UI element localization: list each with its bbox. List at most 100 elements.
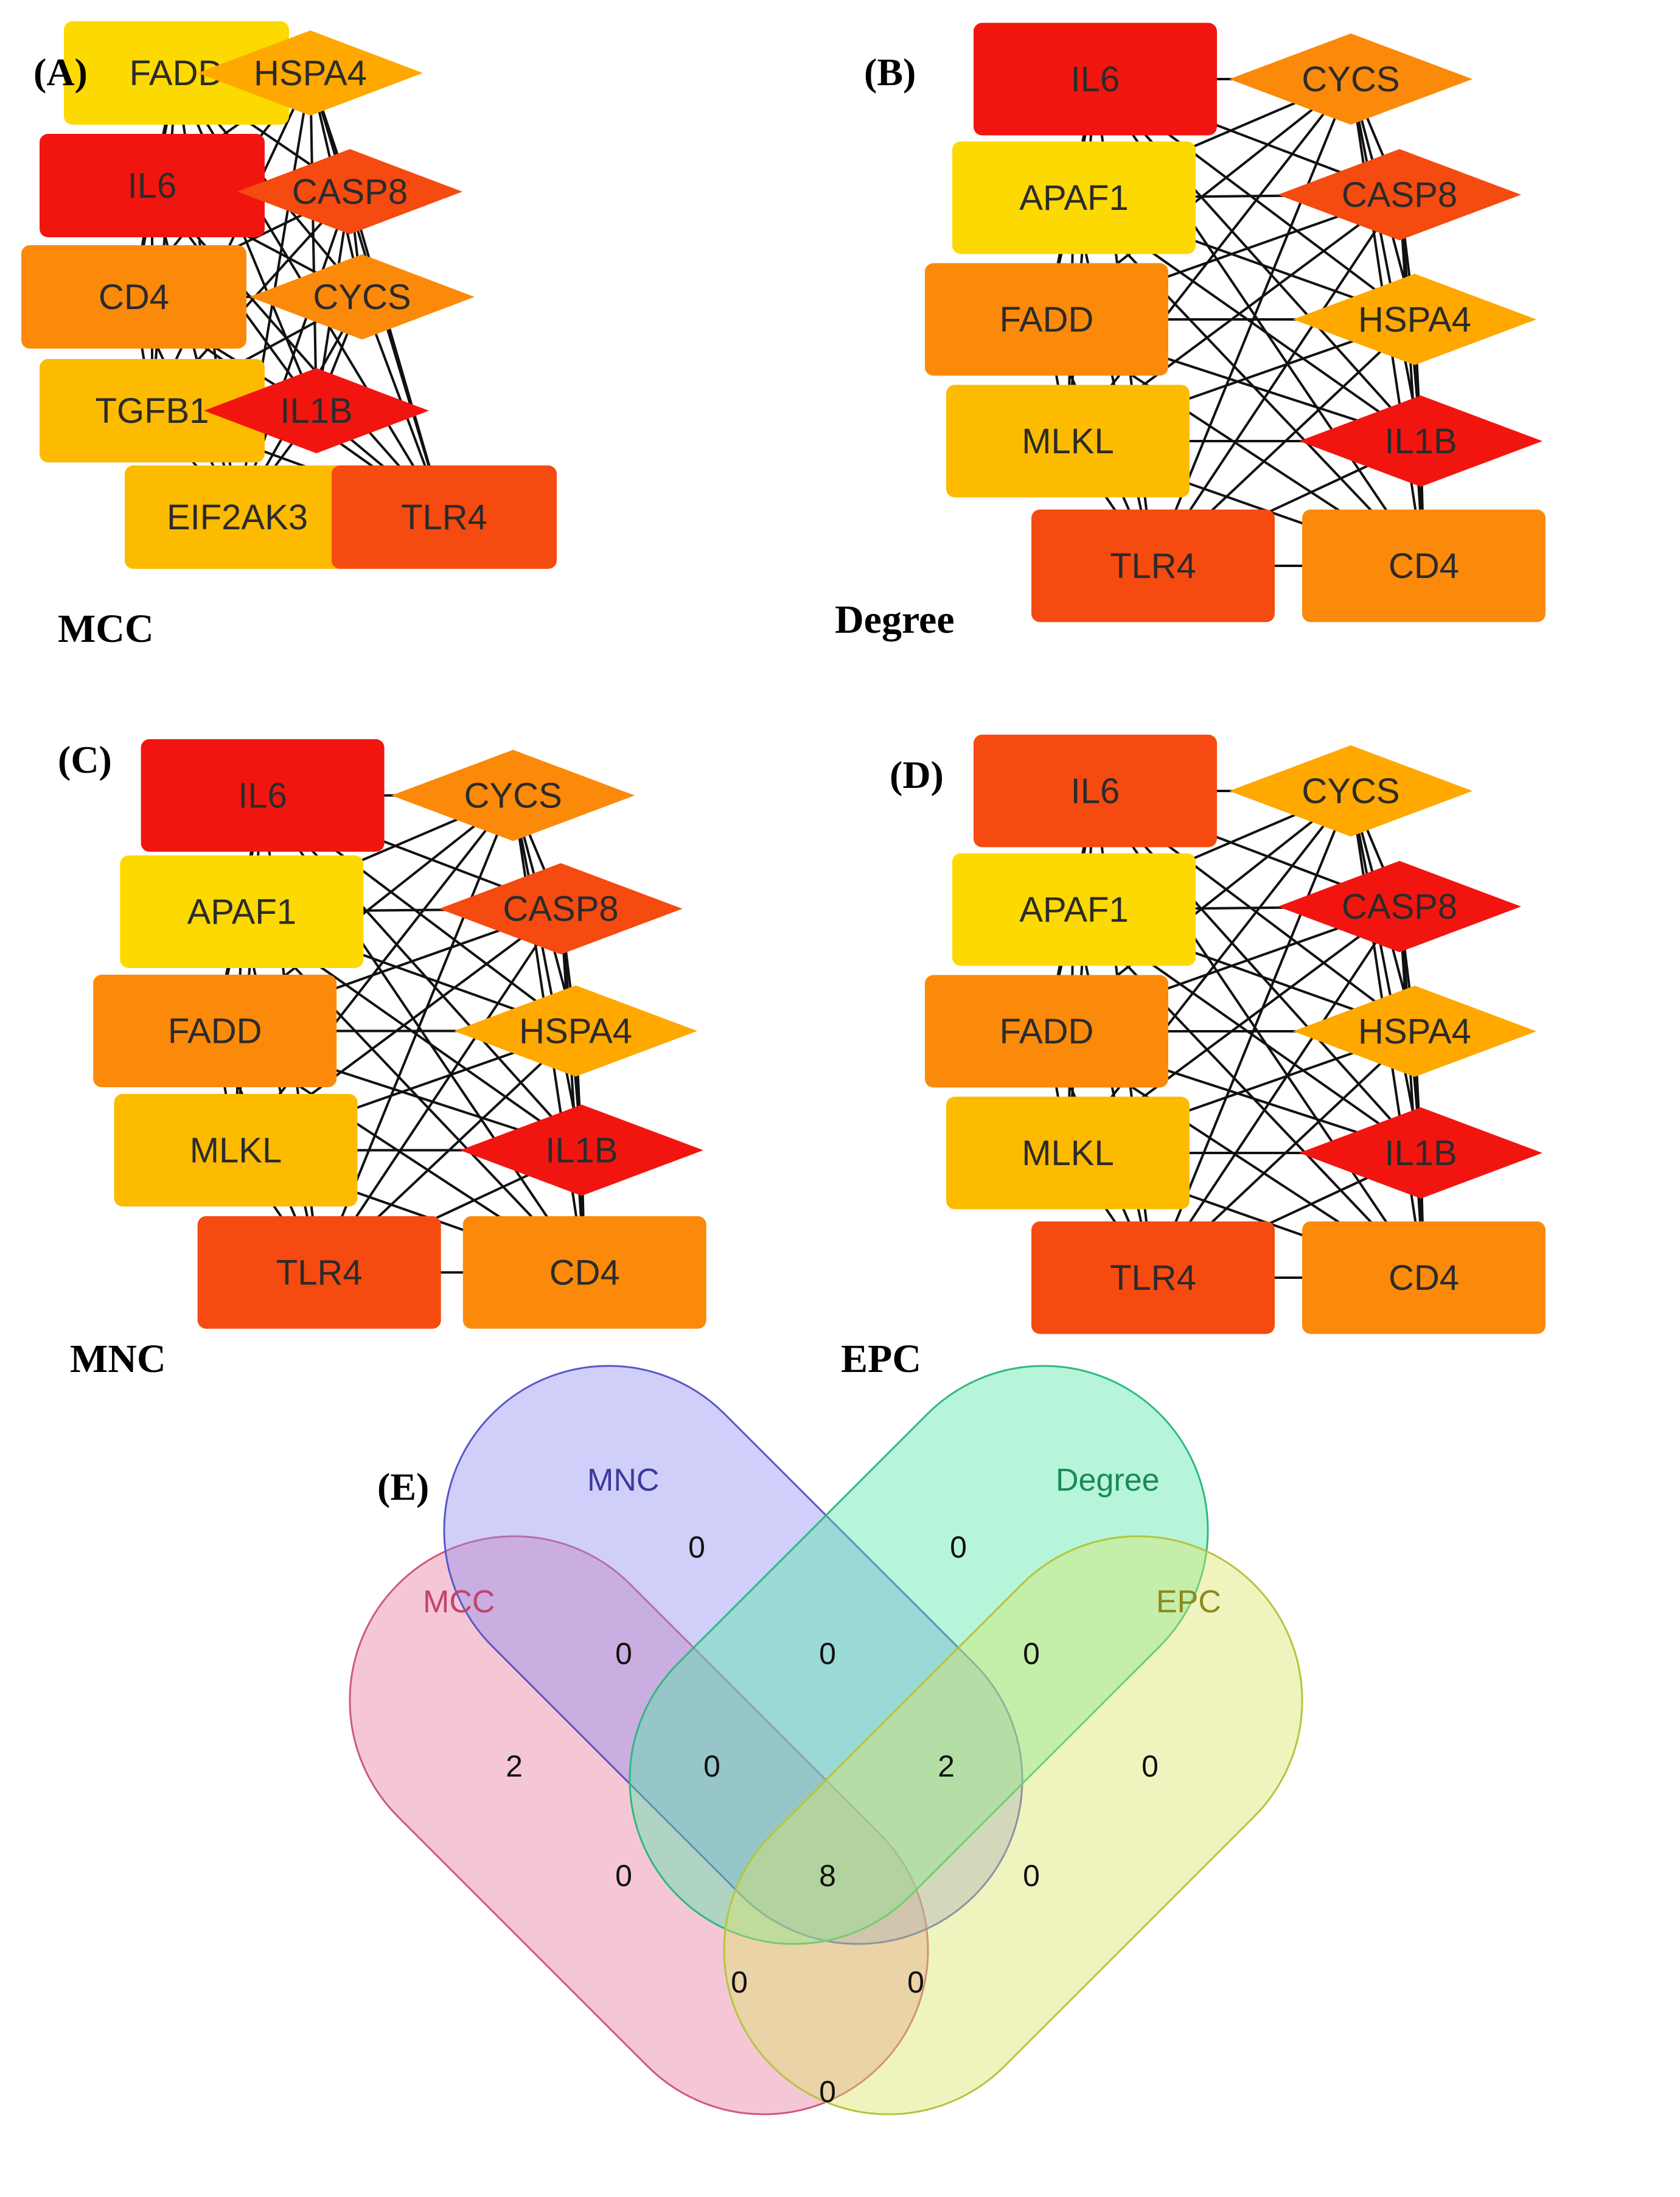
node-hspa4[interactable]: HSPA4	[454, 985, 698, 1077]
method-label: MNC	[70, 1337, 166, 1381]
node-label: APAF1	[1019, 890, 1128, 930]
node-cd4[interactable]: CD4	[1302, 1221, 1546, 1334]
node-il6[interactable]: IL6	[141, 739, 385, 852]
node-il6[interactable]: IL6	[974, 23, 1217, 136]
node-tlr4[interactable]: TLR4	[1031, 509, 1275, 622]
node-mlkl[interactable]: MLKL	[946, 1096, 1190, 1210]
node-fadd[interactable]: FADD	[93, 975, 337, 1087]
venn-label-epc: EPC	[1156, 1584, 1221, 1620]
node-label: MLKL	[190, 1131, 282, 1171]
node-box	[114, 1094, 358, 1206]
edge-casp8-tlr4	[318, 908, 562, 1273]
node-label: HSPA4	[1358, 300, 1471, 339]
node-label: IL1B	[1384, 1133, 1457, 1173]
edge-apaf1-cd4	[1073, 908, 1425, 1279]
node-casp8[interactable]: CASP8	[1278, 861, 1521, 952]
node-label: CYCS	[1302, 771, 1399, 811]
venn-count-mcc-epc: 0	[819, 2075, 836, 2109]
node-hspa4[interactable]: HSPA4	[198, 30, 423, 116]
node-cycs[interactable]: CYCS	[1229, 745, 1473, 837]
edge-casp8-eif2ak3	[236, 191, 351, 518]
node-mlkl[interactable]: MLKL	[114, 1094, 358, 1206]
node-diamond	[1299, 1107, 1542, 1199]
node-diamond	[249, 254, 475, 339]
node-box	[946, 1096, 1190, 1210]
node-cycs[interactable]: CYCS	[1229, 33, 1473, 125]
node-casp8[interactable]: CASP8	[439, 863, 683, 955]
edge-hspa4-tgfb1	[151, 72, 312, 411]
node-il1b[interactable]: IL1B	[459, 1104, 703, 1196]
node-diamond	[237, 149, 462, 234]
node-apaf1[interactable]: APAF1	[120, 855, 364, 968]
edge-cycs-il1b	[1350, 78, 1422, 442]
venn-count-degree-only: 0	[950, 1530, 967, 1564]
node-cd4[interactable]: CD4	[462, 1216, 706, 1329]
edge-cycs-il1b	[512, 795, 583, 1151]
venn-count-mnc-degree: 0	[819, 1637, 836, 1671]
edge-cycs-mlkl	[1067, 790, 1352, 1154]
node-diamond	[1293, 986, 1536, 1077]
node-tgfb1[interactable]: TGFB1	[40, 359, 265, 462]
node-label: IL6	[1071, 771, 1120, 811]
method-label: EPC	[841, 1337, 921, 1381]
node-cd4[interactable]: CD4	[1302, 509, 1546, 622]
node-diamond	[1229, 33, 1473, 125]
node-diamond	[204, 368, 429, 453]
node-il1b[interactable]: IL1B	[204, 368, 429, 453]
edge-il6-il1b	[1094, 790, 1422, 1154]
venn-count-mcc-mnc-degree: 0	[703, 1749, 720, 1783]
node-il1b[interactable]: IL1B	[1299, 1107, 1542, 1199]
node-apaf1[interactable]: APAF1	[952, 141, 1196, 254]
set-mcc-region	[349, 1535, 929, 2115]
node-label: EIF2AK3	[167, 498, 308, 537]
edge-apaf1-cd4	[1073, 197, 1425, 567]
node-cycs[interactable]: CYCS	[391, 750, 635, 841]
node-tlr4[interactable]: TLR4	[1031, 1221, 1275, 1334]
node-fadd[interactable]: FADD	[925, 975, 1168, 1088]
node-label: TLR4	[276, 1253, 363, 1292]
node-casp8[interactable]: CASP8	[1278, 149, 1521, 240]
node-casp8[interactable]: CASP8	[237, 149, 462, 234]
node-box	[952, 853, 1196, 966]
node-mlkl[interactable]: MLKL	[946, 385, 1190, 498]
node-label: FADD	[1000, 300, 1094, 339]
node-label: CASP8	[292, 172, 408, 212]
node-cycs[interactable]: CYCS	[249, 254, 475, 339]
node-apaf1[interactable]: APAF1	[952, 853, 1196, 966]
edge-il6-il1b	[262, 795, 583, 1151]
venn-label-mcc: MCC	[423, 1584, 495, 1620]
node-box	[40, 359, 265, 462]
node-diamond	[459, 1104, 703, 1196]
node-label: HSPA4	[1358, 1012, 1471, 1051]
node-il1b[interactable]: IL1B	[1299, 395, 1542, 487]
panel-letter: (D)	[890, 753, 944, 796]
node-il6[interactable]: IL6	[974, 734, 1217, 848]
node-box	[93, 975, 337, 1087]
node-il6[interactable]: IL6	[40, 134, 265, 237]
node-label: CASP8	[1342, 887, 1457, 927]
node-label: IL1B	[545, 1131, 618, 1171]
node-diamond	[454, 985, 698, 1077]
edge-apaf1-tlr4	[240, 911, 321, 1273]
node-label: CD4	[549, 1253, 620, 1292]
node-eif2ak3[interactable]: EIF2AK3	[125, 465, 350, 569]
node-tlr4[interactable]: TLR4	[332, 465, 557, 569]
node-hspa4[interactable]: HSPA4	[1293, 986, 1536, 1077]
node-box	[1302, 509, 1546, 622]
node-fadd[interactable]: FADD	[64, 21, 289, 125]
node-diamond	[198, 30, 423, 116]
node-diamond	[439, 863, 683, 955]
node-fadd[interactable]: FADD	[925, 263, 1168, 376]
node-label: CYCS	[464, 776, 562, 815]
node-hspa4[interactable]: HSPA4	[1293, 274, 1536, 365]
edge-casp8-cd4	[1398, 194, 1425, 566]
node-cd4[interactable]: CD4	[21, 245, 246, 349]
node-tlr4[interactable]: TLR4	[197, 1216, 441, 1329]
node-label: IL1B	[280, 391, 352, 431]
node-diamond	[1278, 149, 1521, 240]
node-label: TGFB1	[96, 391, 209, 431]
